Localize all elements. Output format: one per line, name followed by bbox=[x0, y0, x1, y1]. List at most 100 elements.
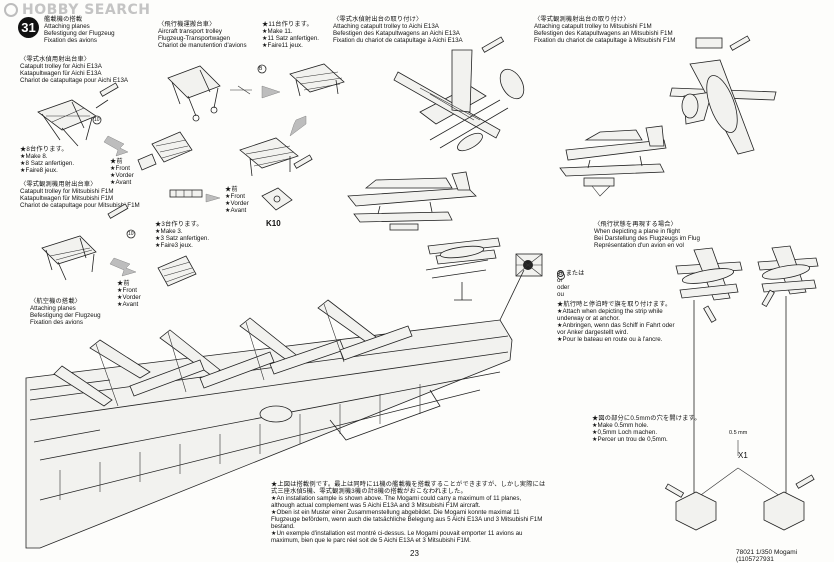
product-code: 78021 1/350 Mogami (1105727931 bbox=[736, 549, 798, 563]
make3-fr: ★Faire3 jeux. bbox=[155, 242, 193, 249]
section-attach-f1m: 〈零式観測機射出台の取り付け〉 Attaching catapult troll… bbox=[534, 16, 675, 44]
attach-e13a-fr: Fixation du chariot de catapultage à Aic… bbox=[333, 37, 463, 44]
arrow-icon bbox=[103, 135, 129, 157]
front3-jp: ★前 bbox=[117, 280, 130, 287]
front-label-3: ★前 ★Front ★Vorder ★Avant bbox=[117, 280, 141, 308]
e13a-side-view-drawing bbox=[347, 171, 477, 231]
section-title-de: Befestigung der Flugzeug bbox=[44, 30, 115, 37]
front1-fr: ★Avant bbox=[110, 179, 132, 186]
callout-10-1: 10 bbox=[94, 117, 100, 123]
e13a-with-trolley-drawing bbox=[393, 36, 525, 152]
front-label-1: ★前 ★Front ★Vorder ★Avant bbox=[110, 158, 134, 186]
bottom-note-fr1: ★Un exemple d'installation est montré ci… bbox=[271, 530, 523, 537]
attach-e13a-de: Befestigen des Katapultwagens an Aichi E… bbox=[333, 30, 460, 37]
flight-plane-right-drawing bbox=[757, 245, 819, 295]
make3-de: ★3 Satz anfertigen. bbox=[155, 235, 210, 242]
transport-trolley-drawing-3 bbox=[239, 137, 313, 177]
part-label-x1: X1 bbox=[738, 451, 748, 460]
front2-fr: ★Avant bbox=[225, 207, 247, 214]
hole-note-de: ★0,5mm Loch machen. bbox=[592, 429, 658, 436]
make3-en: ★Make 3. bbox=[155, 228, 183, 235]
bottom-note-jp1: ★上図は搭載例です。最上は同時に11機の艦載機を搭載することができますが、しかし… bbox=[271, 481, 546, 488]
anchor-note-jp: ★航行時と停泊時で旗を取り付けます。 bbox=[557, 301, 672, 308]
flight-note-de: Bei Darstellung des Flugzeugs im Flug bbox=[594, 235, 700, 242]
bottom-note: ★上図は搭載例です。最上は同時に11機の艦載機を搭載することができますが、しかし… bbox=[271, 481, 545, 544]
make8-en: ★Make 8. bbox=[20, 153, 48, 160]
catapult-rail-part-2 bbox=[157, 255, 197, 287]
front1-jp: ★前 bbox=[110, 158, 123, 165]
ship-hull-drawing bbox=[25, 269, 525, 549]
dimension-label: 0.5 mm bbox=[729, 430, 748, 436]
hole-note-fr: ★Percer un trou de 0,5mm. bbox=[592, 436, 668, 443]
attach-f1m-jp: 〈零式観測機射出台の取り付け〉 bbox=[534, 16, 630, 23]
attach-f1m-fr: Fixation du chariot de catapultage à Mit… bbox=[534, 37, 676, 44]
or-de: oder bbox=[557, 284, 570, 291]
part-k10-drawing bbox=[261, 187, 293, 211]
flight-note-fr: Représentation d'un avion en vol bbox=[594, 242, 684, 249]
trolley-title-en: Aircraft transport trolley bbox=[158, 28, 222, 35]
or-fr: ou bbox=[557, 291, 564, 298]
anchor-note-de: ★Anbringen, wenn das Schiff in Fahrt ode… bbox=[557, 322, 675, 336]
hole-note: ★図の部分に0.5mmの穴を開けます。 ★Make 0.5mm hole. ★0… bbox=[592, 415, 701, 443]
catapult-e13a-jp: 〈零式水偵用射出台車〉 bbox=[20, 56, 91, 63]
trolley-title-de: Flugzeug-Transportwagen bbox=[158, 35, 230, 42]
make3-jp: ★3台作ります。 bbox=[155, 221, 203, 228]
front2-jp: ★前 bbox=[225, 186, 238, 193]
catapult-e13a-fr: Chariot de catapultage pour Aichi E13A bbox=[20, 77, 129, 84]
trolley-title-jp: 〈飛行機運搬台車〉 bbox=[158, 21, 216, 28]
section-title-jp: 艦載機の搭載 bbox=[44, 16, 83, 23]
flight-plane-left-drawing bbox=[675, 247, 743, 301]
catapult-trolley-e13a-drawing bbox=[37, 82, 119, 147]
make11-fr: ★Faire11 jeux. bbox=[262, 42, 303, 49]
bottom-note-en1: ★An installation sample is shown above. … bbox=[271, 495, 522, 502]
deck-planes-drawing bbox=[53, 299, 413, 407]
make11-de: ★11 Satz anfertigen. bbox=[262, 35, 320, 42]
attach-planes-de: Befestigung der Flugzeug bbox=[30, 312, 101, 319]
part-label-k10: K10 bbox=[266, 219, 281, 228]
catapult-f1m-jp: 〈零式観測機用射出台車〉 bbox=[20, 181, 97, 188]
section-transport-trolley: 〈飛行機運搬台車〉 Aircraft transport trolley Flu… bbox=[158, 21, 247, 49]
front-label-2: ★前 ★Front ★Vorder ★Avant bbox=[225, 186, 249, 214]
catapult-f1m-fr: Chariot de catapultage pour Mitsubishi F… bbox=[20, 202, 140, 209]
attach-planes-fr: Fixation des avions bbox=[30, 319, 83, 326]
catapult-f1m-en: Catapult trolley for Mitsubishi F1M bbox=[20, 188, 114, 195]
callout-badges bbox=[92, 64, 565, 280]
display-stands-drawing bbox=[664, 289, 815, 531]
or-en: or bbox=[557, 277, 563, 284]
front2-de: ★Vorder bbox=[225, 200, 249, 207]
attach-planes-en: Attaching planes bbox=[30, 305, 76, 312]
make8-de: ★8 Satz anfertigen. bbox=[20, 160, 75, 167]
attach-planes-jp: 〈航空機の搭載〉 bbox=[30, 298, 82, 305]
bottom-note-de1: ★Oben ist ein Muster einer Zusammenstell… bbox=[271, 509, 520, 516]
make8-fr: ★Faire8 jeux. bbox=[20, 167, 58, 174]
section-title-en: Attaching planes bbox=[44, 23, 90, 30]
front3-fr: ★Avant bbox=[117, 301, 139, 308]
bottom-note-en2: although actual complement was 5 Aichi E… bbox=[271, 502, 481, 509]
front1-en: ★Front bbox=[110, 165, 130, 172]
make11-en: ★Make 11. bbox=[262, 28, 293, 35]
callout-b-1: B bbox=[259, 66, 263, 72]
flight-note-jp: 〈飛行状態を再現する場合〉 bbox=[594, 221, 678, 228]
attach-f1m-de: Befestigen des Katapultwagens an Mitsubi… bbox=[534, 30, 673, 37]
make-11-note: ★11台作ります。 ★Make 11. ★11 Satz anfertigen.… bbox=[262, 21, 319, 49]
section-title-fr: Fixation des avions bbox=[44, 37, 97, 44]
transport-trolley-drawing-1 bbox=[167, 65, 252, 122]
watermark-logo-icon bbox=[4, 3, 18, 17]
section-attaching-planes: 艦載機の搭載 Attaching planes Befestigung der … bbox=[44, 16, 115, 44]
anchor-note-en: ★Attach when depicting the strip while u… bbox=[557, 308, 663, 322]
arrow-icon bbox=[109, 257, 137, 277]
catapult-rail-part-1 bbox=[137, 131, 193, 171]
watermark-text: HOBBY SEARCH bbox=[22, 2, 151, 18]
section-catapult-f1m: 〈零式観測機用射出台車〉 Catapult trolley for Mitsub… bbox=[20, 181, 140, 209]
section-catapult-e13a: 〈零式水偵用射出台車〉 Catapult trolley for Aichi E… bbox=[20, 56, 128, 84]
hole-note-en: ★Make 0.5mm hole. bbox=[592, 422, 649, 429]
bottom-note-jp2: 式三座水偵5機、零式観測機3機の計8機の搭載がおこなわれました。 bbox=[271, 488, 467, 495]
callout-10-2: 10 bbox=[128, 231, 134, 237]
attach-e13a-en: Attaching catapult trolley to Aichi E13A bbox=[333, 23, 439, 30]
bottom-note-de3: bestand. bbox=[271, 523, 295, 530]
make11-jp: ★11台作ります。 bbox=[262, 21, 313, 28]
attach-e13a-jp: 〈零式水偵射出台の取り付け〉 bbox=[333, 16, 423, 23]
front2-en: ★Front bbox=[225, 193, 245, 200]
transport-trolley-drawing-2 bbox=[289, 63, 345, 97]
watermark: HOBBY SEARCH bbox=[4, 2, 150, 18]
